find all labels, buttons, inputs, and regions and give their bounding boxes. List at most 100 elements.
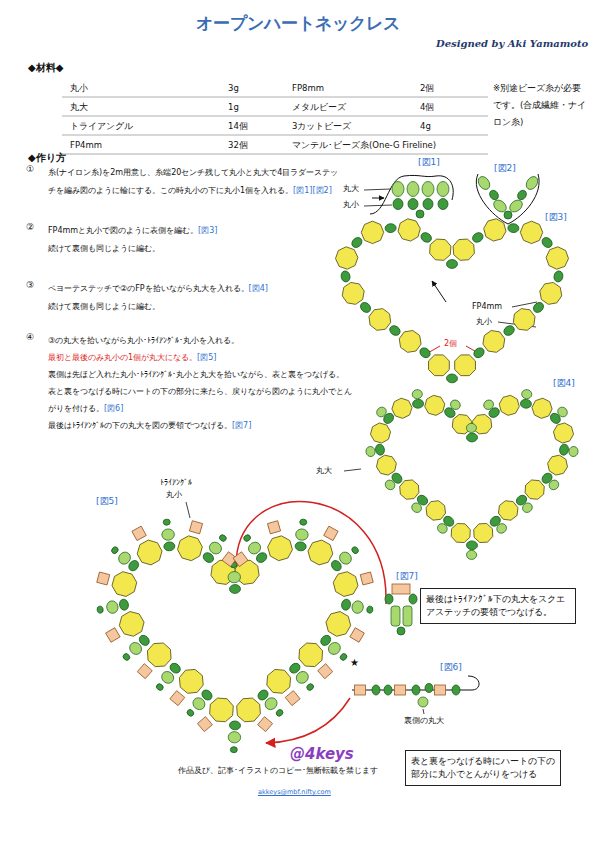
seed-bead-small bbox=[359, 300, 373, 314]
fire-polish-bead bbox=[112, 572, 137, 597]
text-block: ﾄﾗｲｱﾝｸﾞﾙ bbox=[160, 478, 192, 487]
seed-bead-small bbox=[366, 606, 373, 614]
seed-bead-large bbox=[476, 174, 492, 191]
logo: @4keys bbox=[290, 745, 354, 763]
figure-number: [図3] bbox=[545, 212, 567, 222]
table-cell: マンテル･ビーズ糸(One-G Fireline) bbox=[292, 140, 436, 150]
seed-bead-small bbox=[341, 598, 352, 611]
seed-bead-small bbox=[243, 534, 252, 543]
fire-polish-bead bbox=[398, 219, 420, 241]
title: オープンハートネックレス bbox=[0, 12, 596, 35]
figure-ref: [図3] bbox=[198, 226, 217, 235]
seed-bead-large bbox=[403, 606, 412, 626]
triangle-bead bbox=[395, 685, 406, 695]
designer-credit: Designed by Aki Yamamoto bbox=[436, 38, 588, 49]
fire-polish-bead bbox=[425, 395, 445, 415]
fire-polish-bead bbox=[392, 398, 412, 418]
seed-bead-small bbox=[425, 684, 433, 693]
text-block: FP4mm bbox=[472, 302, 502, 312]
text-block: 1g bbox=[228, 102, 239, 113]
triangle-bead bbox=[132, 526, 146, 540]
fire-polish-bead bbox=[548, 455, 568, 475]
text-block: [図4] bbox=[553, 378, 575, 389]
text-block: FP4mm bbox=[70, 140, 102, 151]
note-box: 最後はﾄﾗｲｱﾝｸﾞﾙ下の丸大をスクエアステッチの要領でつなげる。 bbox=[420, 588, 576, 624]
text-block: 丸小 bbox=[166, 490, 182, 499]
leader-line bbox=[186, 502, 190, 518]
triangle-bead bbox=[392, 584, 410, 594]
text-block: 糸(ナイロン糸)を2m用意し、糸端20センチ残して丸小と丸大で4目ラダーステッチ… bbox=[48, 164, 340, 200]
note-text: 表と裏をつなげる時にハートの下の部分に丸小でとんがりをつける bbox=[411, 755, 555, 781]
table-cell: 14個 bbox=[228, 121, 248, 131]
text-line: 最後はﾄﾗｲｱﾝｸﾞﾙの下の丸大を図の要領でつなげる。[図7] bbox=[48, 417, 358, 434]
figure-number: [図5] bbox=[96, 496, 118, 506]
seed-bead-small bbox=[351, 546, 360, 555]
fire-polish-bead bbox=[399, 331, 421, 353]
text-line: 裏側は先ほど入れた丸小･ﾄﾗｲｱﾝｸﾞﾙ･丸小と丸大を拾いながら、表と裏をつなげ… bbox=[48, 366, 358, 383]
fire-polish-bead bbox=[137, 540, 162, 565]
seed-bead-small bbox=[408, 199, 418, 210]
leader-line bbox=[423, 709, 424, 714]
seed-bead-large bbox=[437, 182, 449, 197]
seed-bead-large bbox=[521, 501, 535, 514]
text-block: 4個 bbox=[420, 102, 434, 113]
table-cell: 丸小 bbox=[70, 83, 88, 93]
seed-bead-large bbox=[246, 540, 263, 556]
table-cell: 1g bbox=[228, 102, 239, 112]
text-block: トライアングル bbox=[70, 121, 133, 132]
table-rules bbox=[62, 97, 488, 154]
triangle-bead bbox=[435, 685, 446, 695]
triangle-bead bbox=[258, 717, 273, 732]
table-cell: 4g bbox=[420, 121, 431, 131]
seed-bead-small bbox=[163, 541, 175, 551]
seed-bead-large bbox=[351, 600, 365, 615]
text-block: [図2] bbox=[494, 163, 516, 174]
table-rule bbox=[62, 154, 488, 155]
thread-arrow bbox=[372, 198, 384, 199]
seed-bead-large bbox=[383, 478, 397, 492]
seed-bead-small bbox=[438, 199, 448, 210]
text-block: 4g bbox=[420, 121, 431, 132]
fire-polish-bead bbox=[532, 398, 552, 418]
fire-polish-bead bbox=[119, 612, 144, 637]
triangle-bead bbox=[170, 691, 185, 706]
fire-polish-bead bbox=[342, 282, 364, 304]
seed-bead-small bbox=[163, 519, 171, 526]
seed-bead-large bbox=[116, 550, 133, 567]
triangle-bead bbox=[350, 628, 365, 643]
triangle-bead bbox=[97, 572, 110, 585]
step-number: ④ bbox=[26, 332, 34, 342]
seed-bead-small bbox=[186, 708, 195, 717]
fire-polish-bead bbox=[426, 501, 445, 520]
text-block: 2個 bbox=[420, 83, 434, 94]
fire-polish-bead bbox=[369, 309, 391, 331]
step-number: ③ bbox=[26, 280, 34, 290]
leader-line bbox=[344, 469, 361, 471]
text-block: [図6] bbox=[440, 662, 462, 673]
triangle-bead bbox=[355, 685, 366, 695]
fire-polish-bead bbox=[178, 536, 203, 561]
seed-bead-large bbox=[407, 182, 419, 197]
step-text: 表と裏をつなげる時にハートの下の部分に来たら、戻りながら図のように丸小でとんがり… bbox=[48, 387, 352, 413]
seed-bead-small bbox=[155, 683, 164, 692]
table-cell: FP8mm bbox=[292, 83, 324, 93]
seed-bead-small bbox=[446, 374, 457, 383]
seed-bead-large bbox=[263, 695, 280, 712]
text-block: 3g bbox=[228, 83, 239, 94]
seed-bead-small bbox=[375, 443, 386, 455]
triangle-bead bbox=[197, 717, 212, 732]
fire-polish-bead bbox=[430, 239, 451, 260]
seed-bead-small bbox=[397, 627, 405, 635]
seed-bead-large bbox=[375, 405, 389, 419]
seed-bead-small bbox=[96, 606, 103, 614]
seed-bead-large bbox=[482, 398, 495, 411]
figure-ref: [図4] bbox=[249, 284, 268, 293]
seed-bead-large bbox=[392, 182, 404, 197]
fire-polish-bead bbox=[370, 423, 390, 443]
note: ※別途ビーズ糸が必要です。(合成繊維・ナイロン糸) bbox=[493, 83, 586, 127]
text-block: 丸小 bbox=[343, 200, 359, 210]
seed-bead-large bbox=[449, 398, 462, 411]
table-cell: 3g bbox=[228, 83, 239, 93]
triangle-bead bbox=[285, 691, 300, 706]
seed-bead-small bbox=[412, 685, 420, 695]
